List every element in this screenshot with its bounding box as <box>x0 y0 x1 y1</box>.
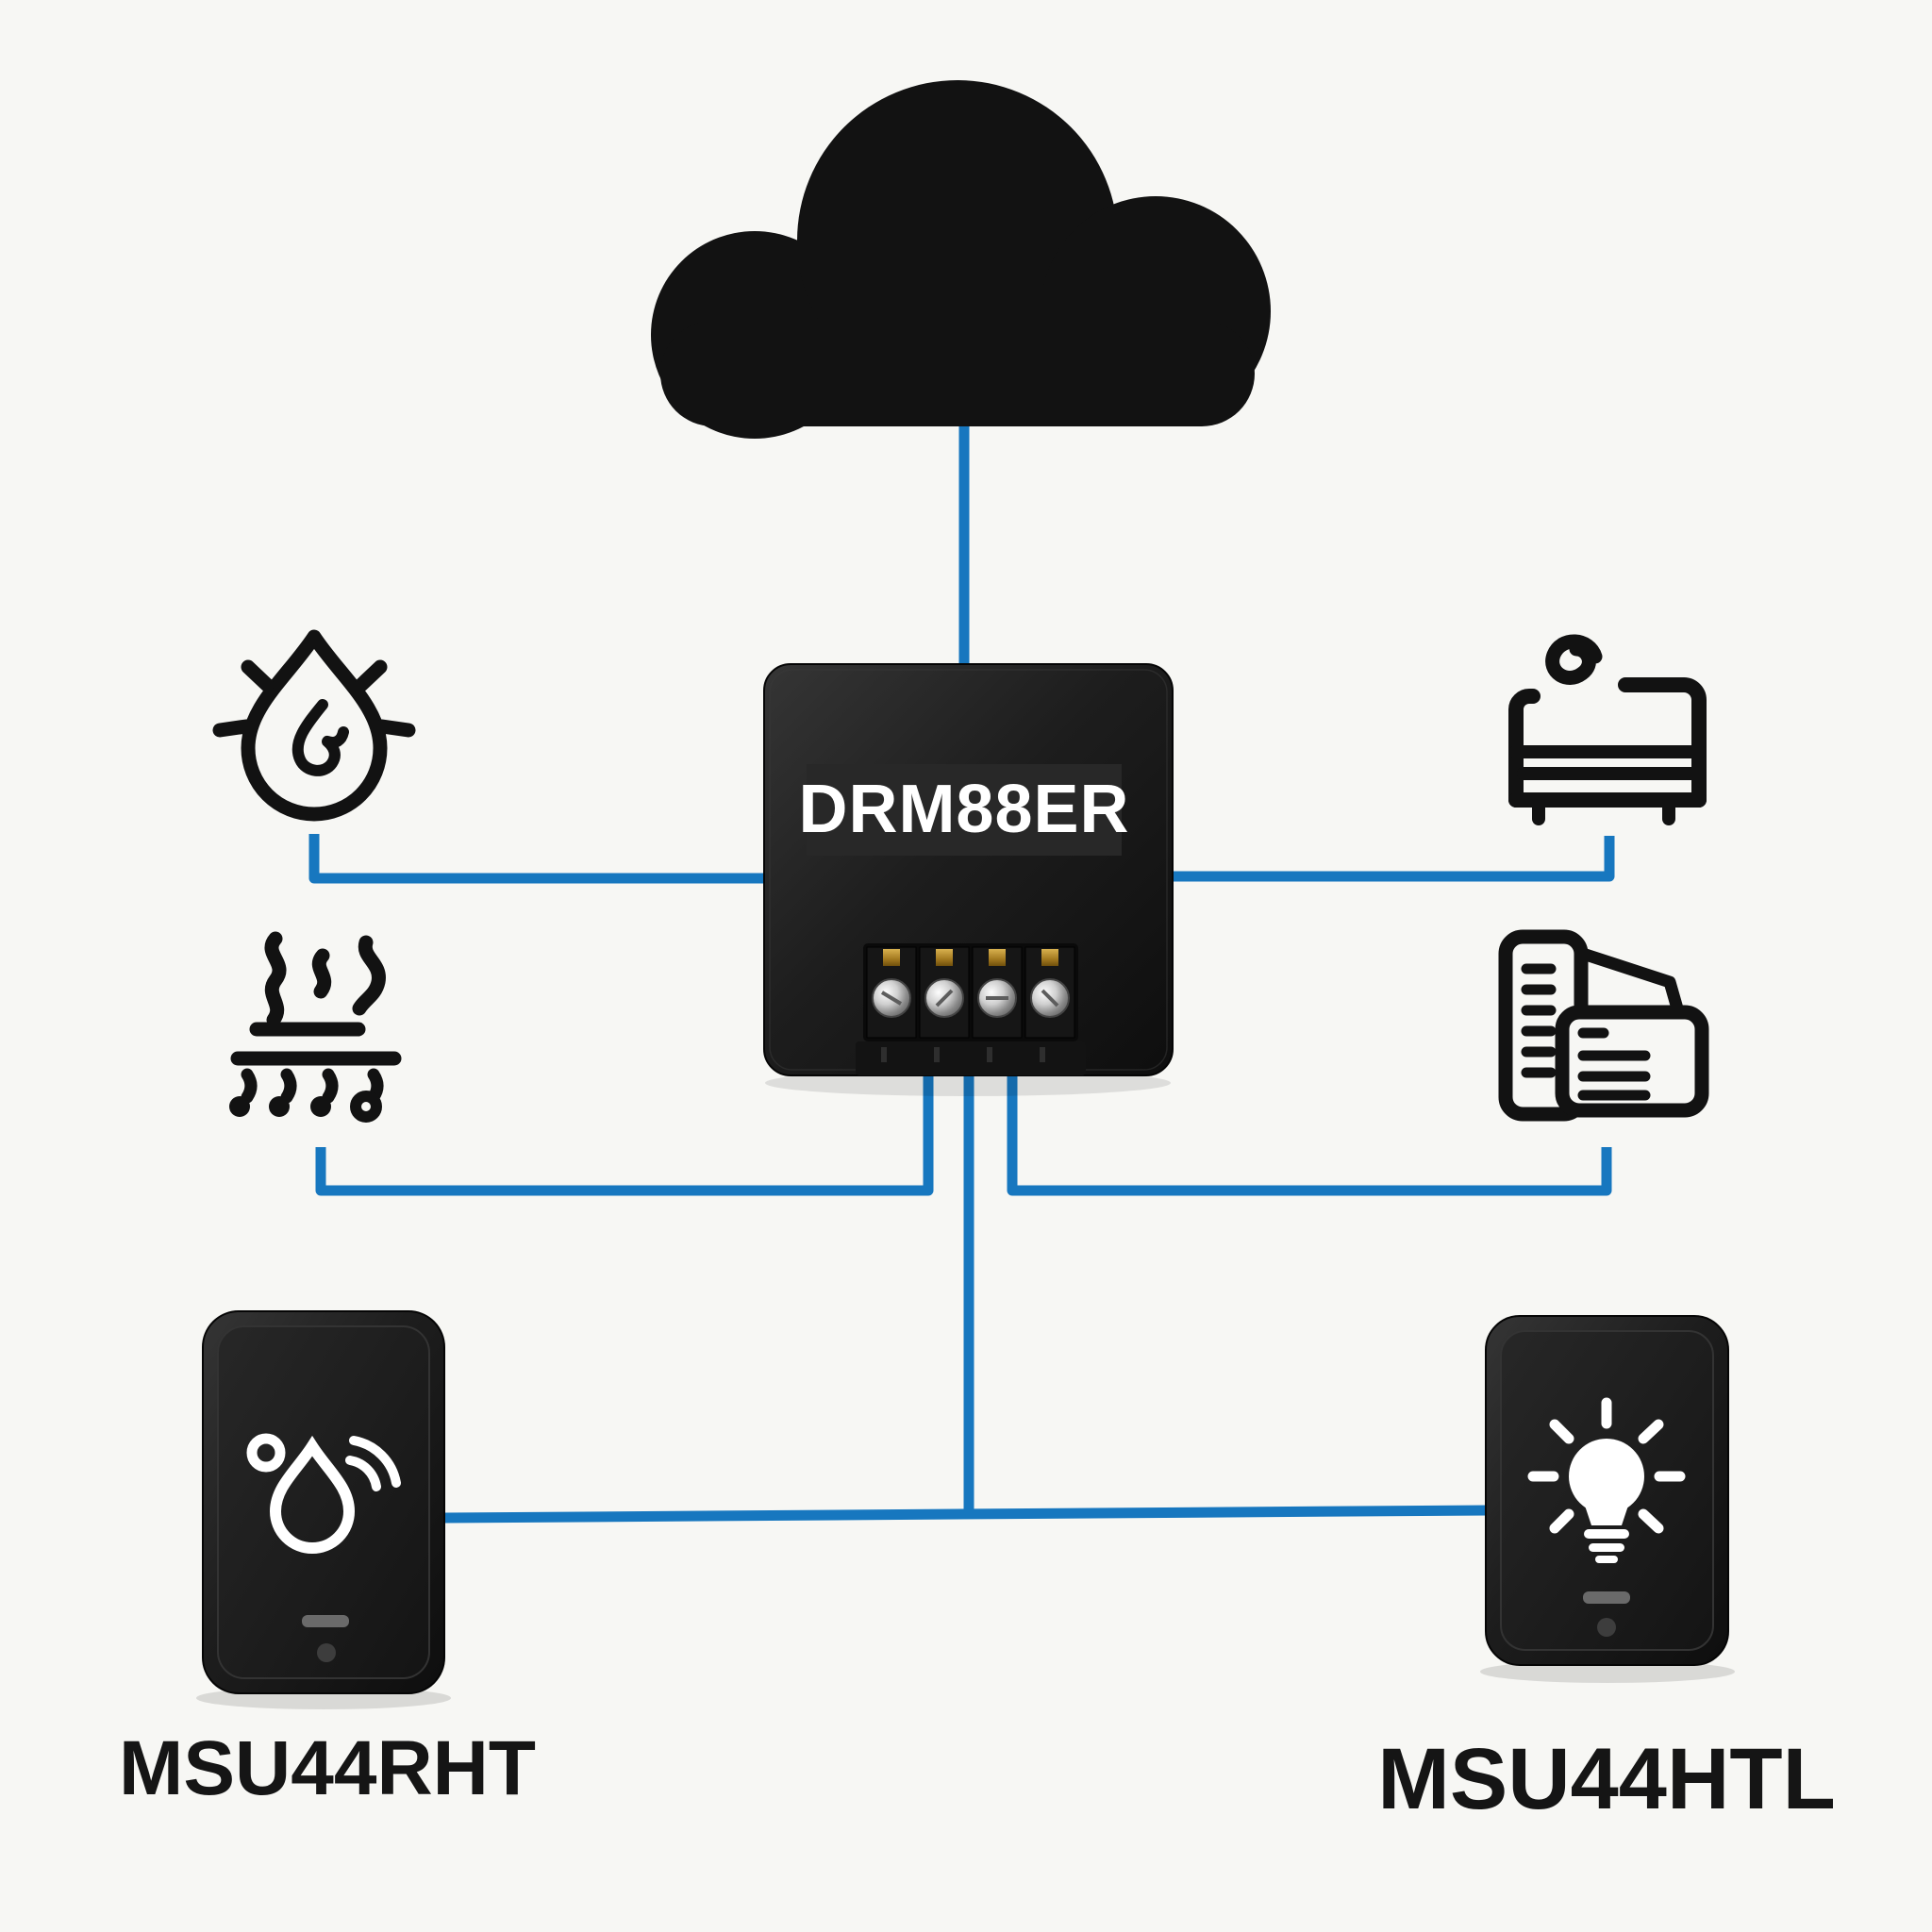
terminal-lip <box>856 1041 1086 1075</box>
degree-circle <box>246 1433 286 1473</box>
controller-device: DRM88ER <box>763 663 1174 1076</box>
terminal-base <box>863 943 1078 1041</box>
right-sensor-label: MSU44HTL <box>1377 1731 1836 1827</box>
flame-glyph <box>291 699 349 776</box>
bed-steam-icon <box>1508 634 1707 825</box>
light-bulb-icon <box>1527 1397 1686 1563</box>
left-sensor-device <box>202 1310 445 1694</box>
left-sensor-face <box>217 1325 430 1679</box>
bulb-neck <box>1584 1503 1629 1525</box>
bed-left-post <box>1508 689 1541 808</box>
document-lines <box>1577 1027 1651 1101</box>
bulb-rays <box>1527 1397 1686 1534</box>
steam-drying-icon <box>229 931 402 1123</box>
falling-drops <box>229 1068 384 1123</box>
controller-label: DRM88ER <box>798 772 1129 847</box>
cloud-icon <box>651 80 1271 439</box>
cloud-base <box>660 321 1255 426</box>
led-dot <box>317 1643 336 1662</box>
bulb-globe <box>1569 1439 1644 1514</box>
drop-rays <box>212 659 416 738</box>
left-sensor-label: MSU44RHT <box>119 1725 536 1811</box>
steam-waves <box>264 931 386 1027</box>
paper-fold <box>1576 947 1684 1015</box>
wire-building-to-controller <box>1007 1072 1612 1196</box>
terminal-ticks <box>881 1047 1045 1062</box>
terminal-block <box>856 943 1086 1075</box>
screw-terminals <box>866 946 1075 1039</box>
wire-bed-to-controller <box>1169 836 1615 882</box>
led-bar <box>1583 1591 1630 1604</box>
bed-backrest <box>1618 677 1707 808</box>
wireless-waves-icon <box>345 1436 401 1491</box>
building-windows <box>1521 963 1557 1078</box>
steam-curl <box>1545 634 1603 685</box>
right-sensor-device <box>1485 1315 1729 1666</box>
building-documents-icon <box>1498 929 1709 1122</box>
led-bar <box>302 1615 349 1627</box>
wire-sensor-bus <box>444 1505 1489 1524</box>
drop-outline <box>241 629 388 822</box>
wire-steam-to-controller <box>315 1072 934 1196</box>
led-dot <box>1597 1618 1616 1637</box>
water-drop-flame-icon <box>212 629 416 822</box>
controller-label-band <box>807 764 1122 856</box>
connector-wires <box>308 423 1615 1524</box>
humidity-wireless-sensor-icon <box>246 1433 401 1554</box>
bulb-base-bars <box>1584 1529 1629 1563</box>
wire-dropflame-to-controller <box>308 834 768 884</box>
humidity-drop <box>269 1435 356 1554</box>
